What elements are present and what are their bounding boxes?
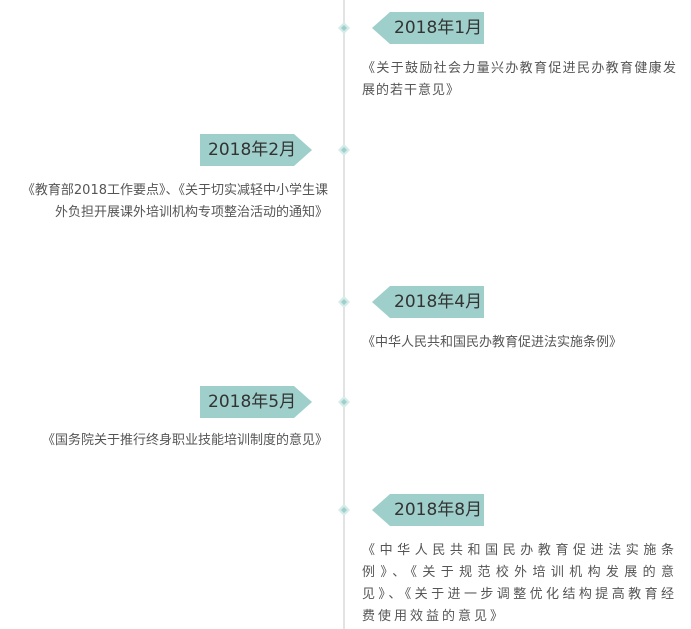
date-label: 2018年2月 xyxy=(208,140,297,160)
timeline-marker-icon xyxy=(338,144,350,156)
timeline-marker-icon xyxy=(338,504,350,516)
timeline-axis xyxy=(343,0,345,629)
date-tag: 2018年1月 xyxy=(372,12,484,44)
timeline-marker-icon xyxy=(338,22,350,34)
date-label: 2018年5月 xyxy=(208,392,297,412)
date-tag: 2018年4月 xyxy=(372,286,484,318)
entry-description: 《关于鼓励社会力量兴办教育促进民办教育健康发展的若干意见》 xyxy=(362,61,677,98)
entry-description: 《中华人民共和国民办教育促进法实施条例》 xyxy=(362,335,623,350)
date-tag: 2018年5月 xyxy=(200,386,312,418)
timeline-marker-icon xyxy=(338,296,350,308)
timeline-marker-icon xyxy=(338,396,350,408)
date-tag: 2018年8月 xyxy=(372,494,484,526)
date-label: 2018年8月 xyxy=(394,500,483,520)
entry-description: 《国务院关于推行终身职业技能培训制度的意见》 xyxy=(41,433,328,448)
date-label: 2018年1月 xyxy=(394,18,483,38)
entry-description: 《中华人民共和国民办教育促进法实施条例》、《关于规范校外培训机构发展的意见》、《… xyxy=(362,543,677,624)
entry-description: 《教育部2018工作要点》、《关于切实减轻中小学生课外负担开展课外培训机构专项整… xyxy=(21,183,328,220)
date-label: 2018年4月 xyxy=(394,292,483,312)
date-tag: 2018年2月 xyxy=(200,134,312,166)
